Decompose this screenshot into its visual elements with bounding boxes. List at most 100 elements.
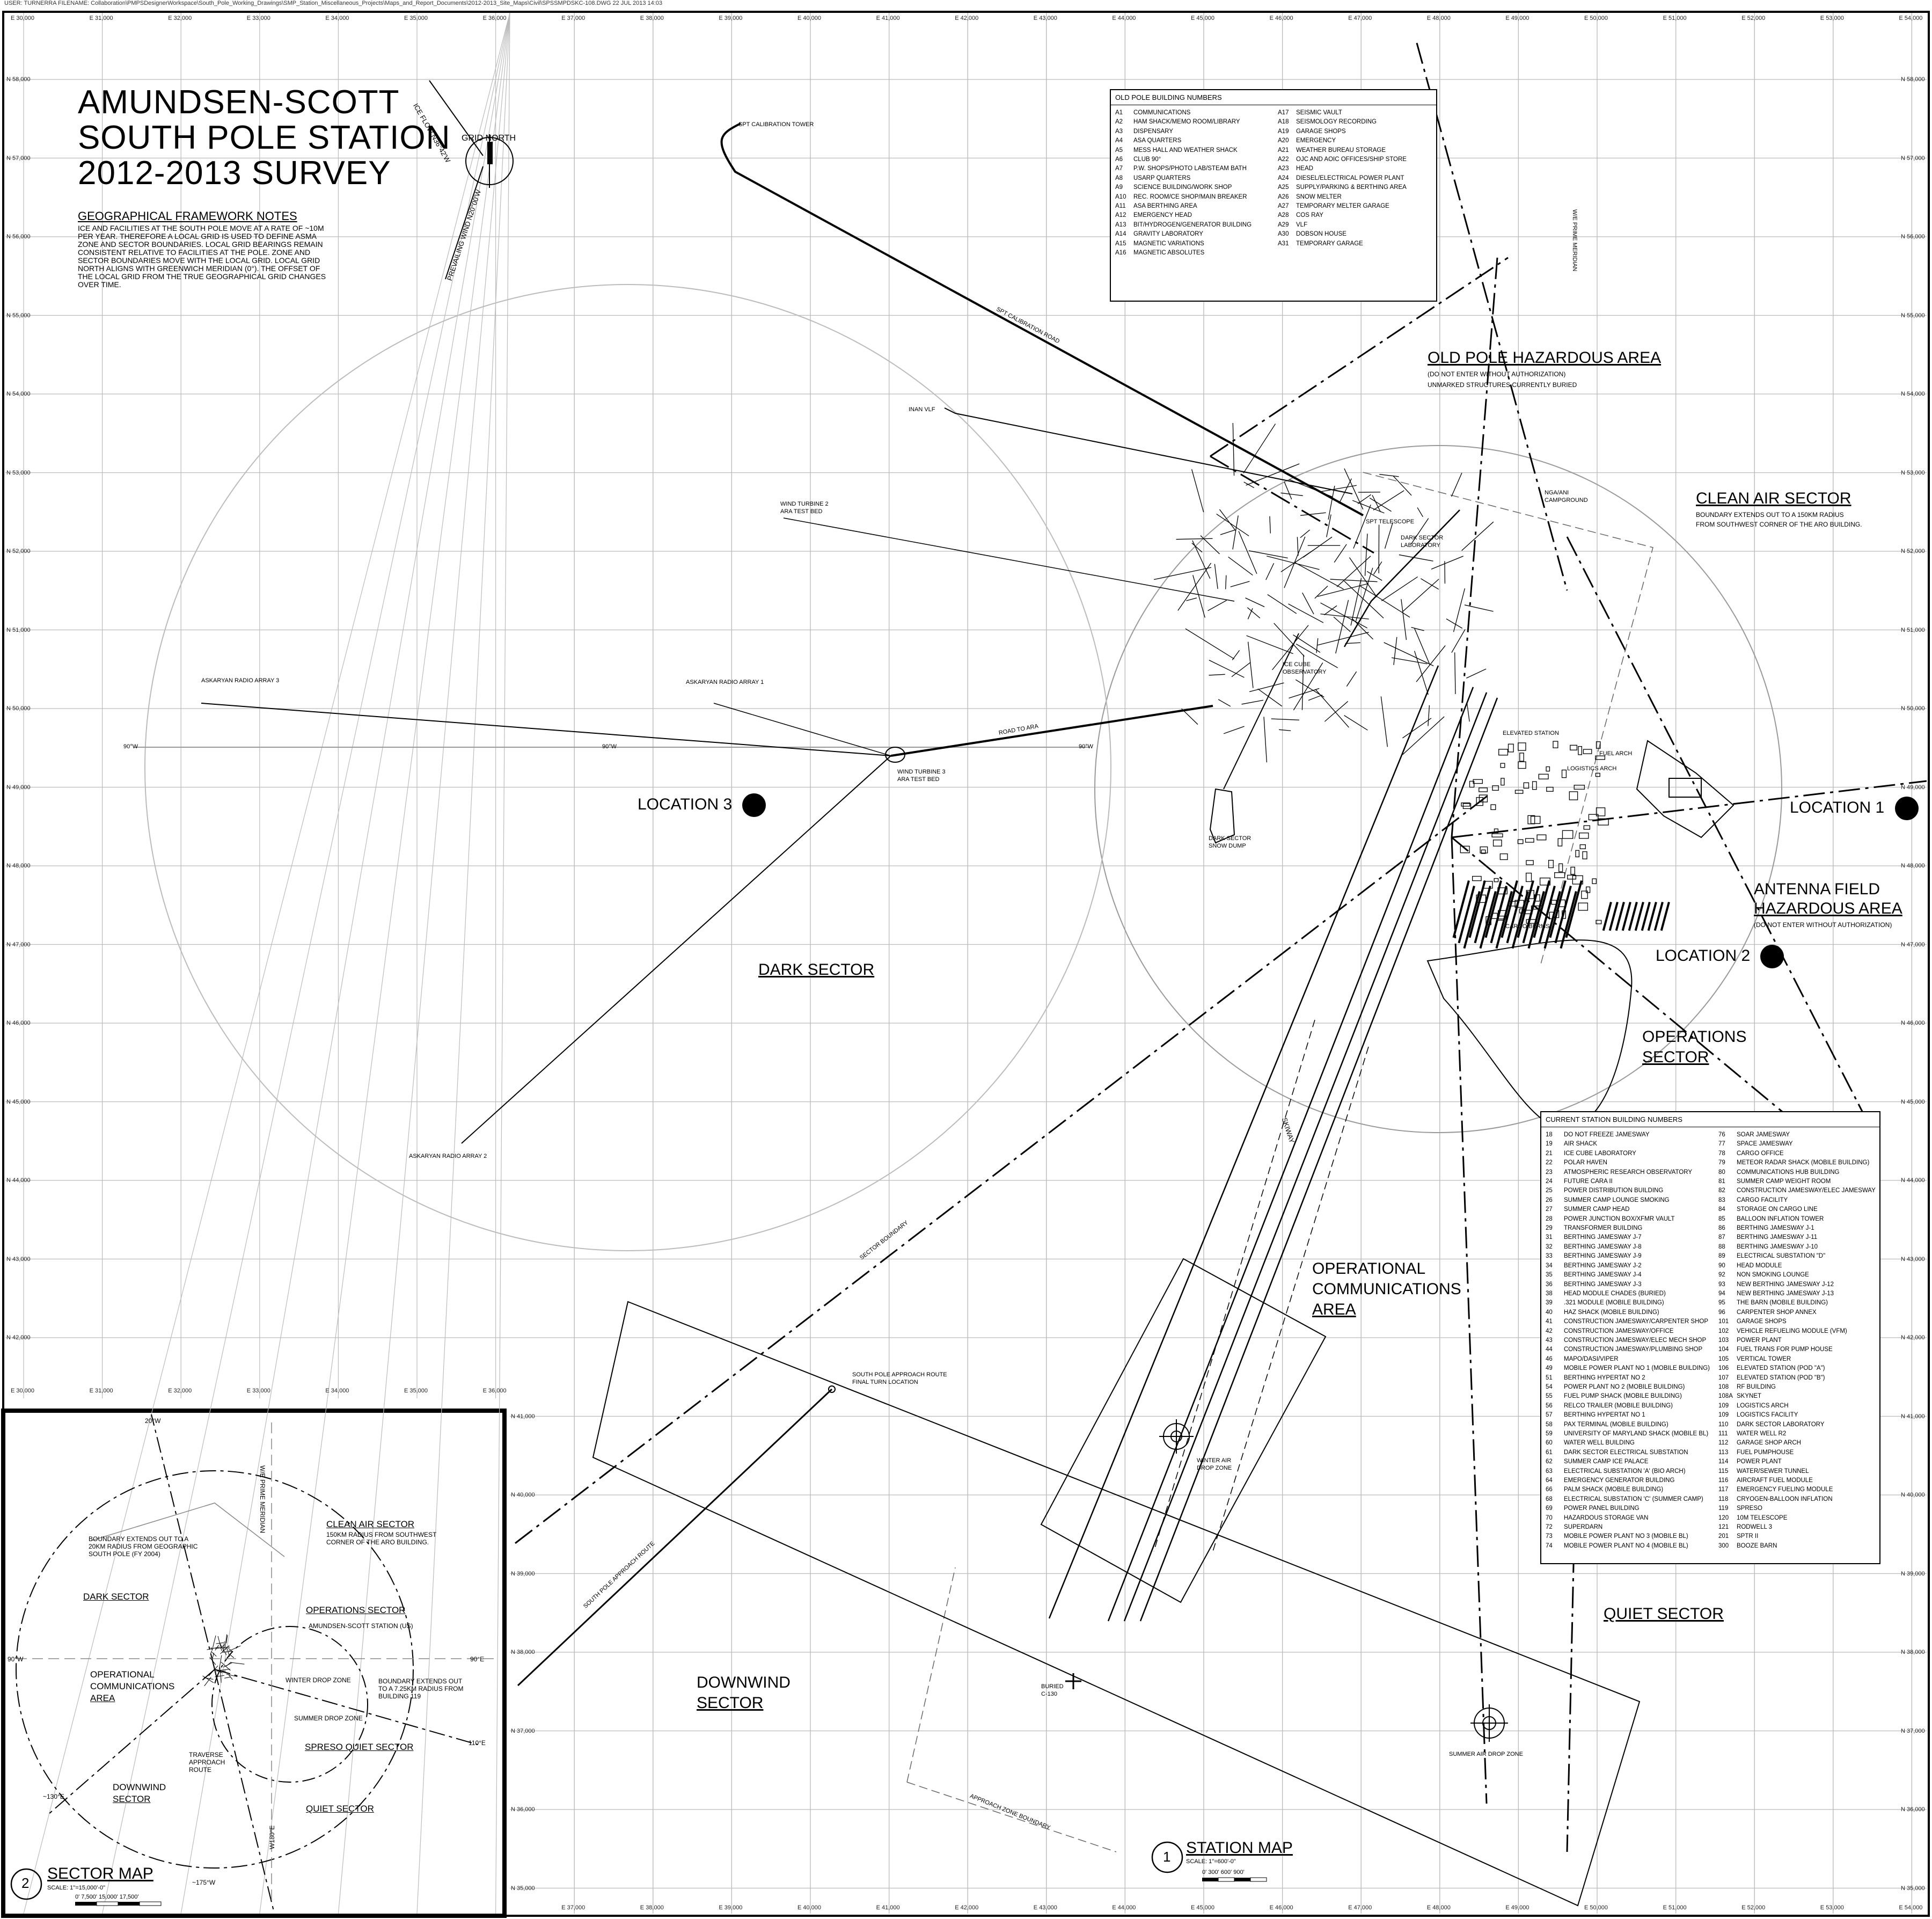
grid-tick: N 44,000: [1901, 1177, 1925, 1184]
grid-tick: E 30,000: [11, 15, 35, 21]
inset-spreso: SPRESO QUIET SECTOR: [305, 1742, 414, 1752]
legend-text: EMERGENCY GENERATOR BUILDING: [1564, 1477, 1675, 1484]
title-line-3: 2012-2013 SURVEY: [78, 155, 391, 192]
legend-number: 19: [1546, 1141, 1553, 1148]
legend-number: 44: [1546, 1346, 1553, 1353]
legend-text: HAM SHACK/MEMO ROOM/LIBRARY: [1133, 119, 1240, 126]
legend-text: HEAD: [1296, 165, 1313, 172]
snowdump-label-2: SNOW DUMP: [1209, 843, 1246, 849]
clean-air-sub2: FROM SOUTHWEST CORNER OF THE ARO BUILDIN…: [1696, 521, 1862, 528]
legend-text: MOBILE POWER PLANT NO 1 (MOBILE BUILDING…: [1564, 1365, 1710, 1372]
legend-number: 38: [1546, 1290, 1553, 1297]
legend-number: 28: [1546, 1215, 1553, 1222]
grid-tick: N 38,000: [511, 1649, 535, 1655]
legend-text: POWER PANEL BUILDING: [1564, 1505, 1640, 1512]
summer-drop-label: SUMMER AIR DROP ZONE: [1449, 1751, 1523, 1757]
grid-tick: E 42,000: [955, 15, 979, 21]
legend-text: EMERGENCY FUELING MODULE: [1737, 1486, 1833, 1493]
legend-number: A1: [1115, 110, 1123, 116]
compass-rose: [429, 80, 514, 280]
legend-number: 33: [1546, 1253, 1553, 1260]
grid-tick: E 46,000: [1269, 15, 1293, 21]
legend-number: 108A: [1718, 1393, 1733, 1400]
inset-w20: 20°W: [145, 1417, 161, 1425]
grid-tick: N 53,000: [1901, 469, 1925, 476]
legend-number: 104: [1718, 1346, 1729, 1353]
legend-number: 93: [1718, 1281, 1725, 1288]
legend-number: 110: [1718, 1421, 1729, 1428]
inset-traverse-1: TRAVERSE: [189, 1751, 223, 1759]
legend-text: CARPENTER SHOP ANNEX: [1737, 1309, 1817, 1316]
legend-text: CARGO FACILITY: [1737, 1196, 1788, 1203]
legend-text: FUEL TRANS FOR PUMP HOUSE: [1737, 1346, 1833, 1353]
grid-tick: E 35,000: [404, 1388, 428, 1394]
operations-circle: [1094, 445, 1782, 1133]
legend-number: 43: [1546, 1337, 1553, 1344]
notes-heading: GEOGRAPHICAL FRAMEWORK NOTES: [78, 209, 297, 223]
legend-text: POWER PLANT: [1737, 1337, 1782, 1344]
ara2-label: ASKARYAN RADIO ARRAY 2: [409, 1153, 487, 1159]
current-legend-item: 64 EMERGENCY GENERATOR BUILDING: [1546, 1476, 1710, 1485]
grid-tick: E 33,000: [246, 15, 270, 21]
legend-text: DISPENSARY: [1133, 128, 1173, 135]
location-3-dot: [742, 793, 766, 817]
legend-number: 92: [1718, 1272, 1725, 1279]
legend-text: HAZARDOUS STORAGE VAN: [1564, 1514, 1649, 1521]
legend-text: FUTURE CARA II: [1564, 1178, 1613, 1185]
winter-drop-box: [1040, 1258, 1327, 1603]
grid-tick: N 57,000: [6, 155, 31, 162]
grid-tick: E 37,000: [561, 1905, 586, 1911]
grid-tick: E 39,000: [719, 1905, 743, 1911]
legend-number: 103: [1718, 1337, 1729, 1344]
grid-tick: E 41,000: [876, 15, 900, 21]
grid-tick: N 50,000: [6, 705, 31, 712]
location-2-dot: [1760, 945, 1784, 968]
legend-number: 64: [1546, 1477, 1553, 1484]
legend-text: RELCO TRAILER (MOBILE BUILDING): [1564, 1402, 1673, 1409]
opcomm-title-3: AREA: [1312, 1301, 1356, 1318]
legend-number: 113: [1718, 1449, 1729, 1456]
legend-number: A30: [1278, 231, 1289, 238]
inset-w90: 90°W: [8, 1655, 24, 1663]
fuel-arch-label: FUEL ARCH: [1599, 750, 1633, 757]
legend-number: 80: [1718, 1169, 1725, 1176]
legend-number: 25: [1546, 1187, 1553, 1194]
legend-text: BERTHING HYPERTAT NO 1: [1564, 1412, 1645, 1419]
legend-number: 61: [1546, 1449, 1553, 1456]
grid-tick: N 54,000: [1901, 391, 1925, 397]
w90-label: 90°W: [602, 743, 617, 750]
legend-number: 63: [1546, 1468, 1553, 1475]
grid-tick: E 34,000: [325, 1388, 349, 1394]
skiway: [1048, 665, 1498, 1622]
grid-tick: N 43,000: [6, 1256, 31, 1263]
grid-tick: E 43,000: [1033, 15, 1057, 21]
legend-text: MAGNETIC VARIATIONS: [1133, 240, 1204, 247]
legend-number: 105: [1718, 1355, 1729, 1362]
legend-number: 58: [1546, 1421, 1553, 1428]
legend-text: BERTHING JAMESWAY J-11: [1737, 1234, 1818, 1241]
legend-text: MAGNETIC ABSOLUTES: [1133, 250, 1205, 257]
legend-number: 116: [1718, 1477, 1729, 1484]
legend-number: 62: [1546, 1458, 1553, 1465]
legend-text: BERTHING JAMESWAY J-1: [1737, 1225, 1814, 1232]
